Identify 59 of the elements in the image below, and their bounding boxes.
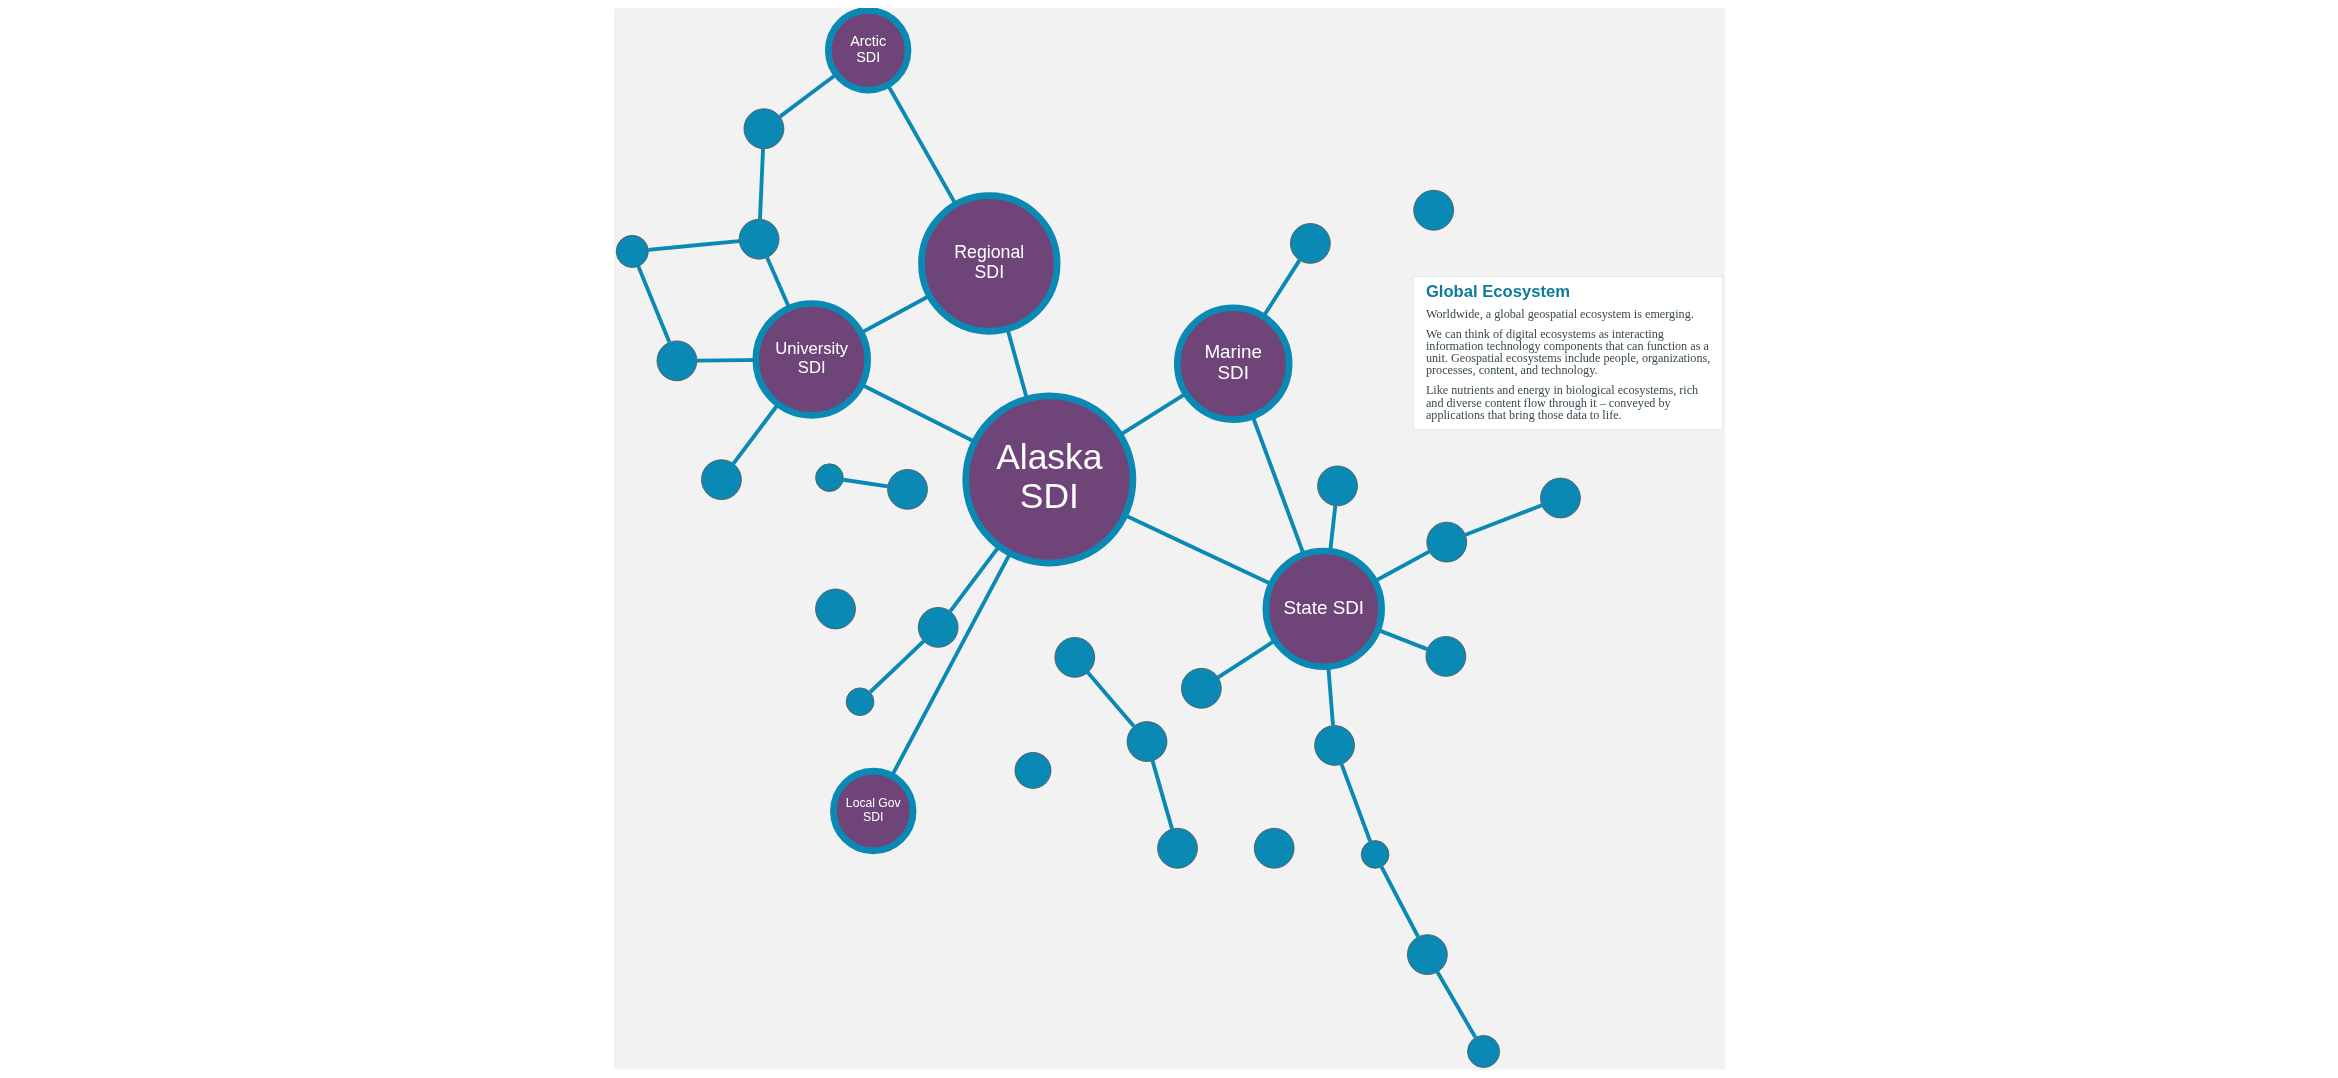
connector bbox=[1150, 760, 1174, 830]
connector bbox=[764, 256, 791, 309]
node-circle bbox=[738, 218, 779, 260]
node-circle bbox=[615, 234, 649, 268]
connector bbox=[1118, 391, 1187, 437]
node-circle bbox=[656, 340, 697, 382]
connector bbox=[868, 639, 925, 694]
node-circle bbox=[1360, 840, 1389, 869]
connector bbox=[757, 148, 765, 220]
connector bbox=[1339, 763, 1372, 842]
connector bbox=[1435, 971, 1477, 1039]
connector bbox=[636, 265, 671, 343]
connector bbox=[885, 84, 957, 206]
node-circle bbox=[743, 108, 784, 150]
connector bbox=[696, 358, 756, 363]
connector bbox=[1005, 328, 1029, 400]
node-circle bbox=[1466, 1035, 1500, 1068]
node-circle bbox=[814, 463, 844, 492]
connector bbox=[1216, 638, 1276, 680]
node-circle bbox=[814, 588, 856, 630]
node-circle: Alaska SDI bbox=[961, 392, 1136, 567]
connector bbox=[1085, 671, 1135, 728]
connector bbox=[1261, 259, 1301, 318]
connector bbox=[948, 545, 1001, 613]
node-circle bbox=[1156, 827, 1198, 869]
node-circle: University SDI bbox=[751, 300, 871, 419]
node-circle bbox=[1316, 465, 1358, 507]
node-circle bbox=[1180, 667, 1222, 709]
connector bbox=[731, 403, 780, 465]
node-circle bbox=[1126, 721, 1167, 762]
connector bbox=[1327, 505, 1337, 552]
node-circle bbox=[1253, 827, 1295, 869]
node-circle: Regional SDI bbox=[917, 192, 1060, 335]
node-circle bbox=[1014, 752, 1051, 789]
node-circle bbox=[845, 687, 874, 716]
node-circle bbox=[1289, 223, 1331, 264]
node-circle bbox=[1412, 189, 1454, 231]
node-circle bbox=[1313, 725, 1355, 766]
connector bbox=[889, 552, 1012, 777]
node-circle: Local Gov SDI bbox=[829, 767, 916, 855]
node-circle bbox=[700, 459, 742, 500]
connector bbox=[647, 239, 739, 252]
node-circle: Arctic SDI bbox=[824, 8, 911, 94]
node-circle: Marine SDI bbox=[1173, 304, 1292, 423]
connector bbox=[1325, 666, 1335, 726]
node-circle bbox=[1539, 477, 1581, 519]
node-circle bbox=[1053, 637, 1095, 678]
connector bbox=[1464, 503, 1543, 537]
node-circle bbox=[1406, 934, 1448, 975]
node-circle bbox=[1425, 636, 1466, 677]
connector bbox=[860, 382, 975, 444]
node-circle: State SDI bbox=[1262, 547, 1385, 671]
node-circle bbox=[886, 469, 928, 510]
node-circle bbox=[917, 607, 959, 648]
node-circle bbox=[1425, 521, 1467, 563]
connector bbox=[778, 72, 837, 119]
connector bbox=[842, 477, 888, 489]
connector bbox=[1379, 865, 1420, 938]
connector bbox=[1373, 549, 1430, 583]
